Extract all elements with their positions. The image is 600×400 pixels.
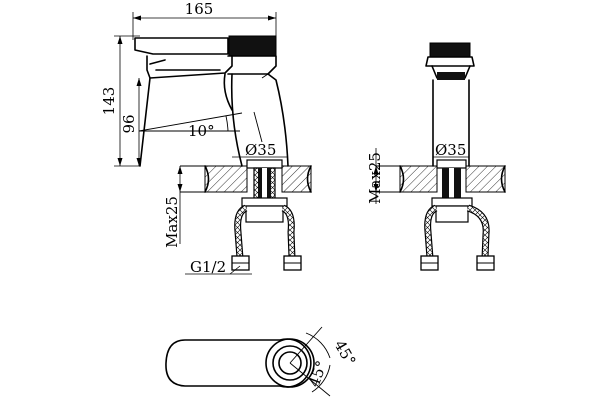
- max-deck-side-label: Max25: [163, 196, 181, 248]
- max-deck-front-dimension: Max25: [366, 148, 384, 204]
- spout-angle-annotation: 10°: [138, 112, 243, 140]
- hole-diameter-front: Ø35: [433, 141, 469, 159]
- countertop-front: [376, 165, 506, 193]
- faucet-side-body: [134, 35, 289, 167]
- spout-angle-label: 10°: [188, 122, 215, 140]
- width-dimension: 165: [132, 0, 277, 40]
- spout-height-label: 96: [120, 114, 138, 133]
- handle-angle-bottom-label: 45°: [305, 358, 331, 389]
- supply-hoses-front: [420, 204, 495, 271]
- side-view: 165 143 96 10°: [100, 0, 312, 276]
- thread-annotation: G1/2: [185, 258, 252, 276]
- hole-diameter-side-label: Ø35: [245, 141, 276, 159]
- mounting-shank-side: [241, 159, 288, 223]
- front-handle-cap: [429, 42, 471, 58]
- top-view: 45° 45°: [165, 326, 360, 397]
- spout-height-dimension: 96: [120, 78, 142, 166]
- max-deck-side-dimension: Max25: [163, 166, 183, 248]
- supply-hoses-side: [231, 204, 302, 271]
- mounting-shank-front: [431, 159, 473, 223]
- countertop-side: [180, 165, 312, 193]
- hole-diameter-front-label: Ø35: [435, 141, 466, 159]
- handle-angle-top-label: 45°: [331, 337, 360, 369]
- thread-label: G1/2: [190, 258, 226, 276]
- front-view: Ø35: [366, 42, 506, 271]
- height-label: 143: [100, 87, 118, 116]
- hole-diameter-side: Ø35: [232, 141, 288, 159]
- faucet-front-body: [425, 42, 475, 167]
- width-label: 165: [185, 0, 214, 18]
- handle-cap: [228, 35, 277, 57]
- max-deck-front-label: Max25: [366, 152, 384, 204]
- height-dimension: 143: [100, 35, 140, 167]
